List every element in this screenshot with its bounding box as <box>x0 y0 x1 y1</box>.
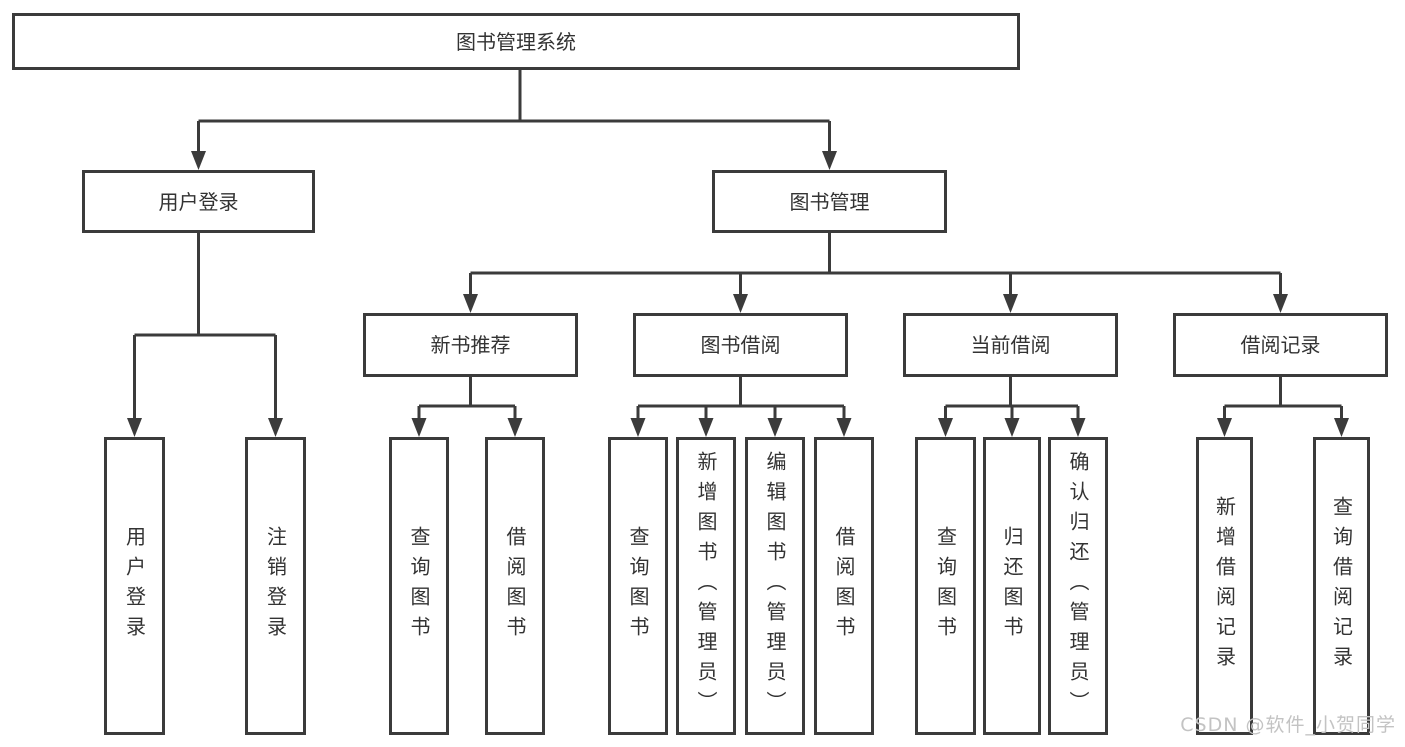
leaf-query-borrow-record-label: 查询借阅记录 <box>1329 496 1354 676</box>
leaf-query-books-recommend-label: 查询图书 <box>407 526 431 646</box>
leaf-add-borrow-record: 新增借阅记录 <box>1196 437 1253 735</box>
node-current-borrow-label: 当前借阅 <box>970 333 1051 357</box>
leaf-add-books-admin: 新增图书（管理员） <box>676 437 736 735</box>
leaf-query-books-borrow-label: 查询图书 <box>626 526 650 646</box>
leaf-logout-label: 注销登录 <box>263 526 288 646</box>
node-book-borrow: 图书借阅 <box>633 313 848 377</box>
node-system-root-label: 图书管理系统 <box>456 29 576 54</box>
leaf-borrow-books-recommend-label: 借阅图书 <box>503 526 527 646</box>
leaf-edit-books-admin-label: 编辑图书（管理员） <box>763 451 787 721</box>
leaf-query-books-recommend: 查询图书 <box>389 437 449 735</box>
leaf-return-books-label: 归还图书 <box>1000 526 1024 646</box>
node-book-management: 图书管理 <box>712 170 947 233</box>
leaf-add-books-admin-label: 新增图书（管理员） <box>694 451 718 721</box>
csdn-watermark: CSDN @软件_小贺同学 <box>1180 714 1396 736</box>
leaf-confirm-return-admin-label: 确认归还（管理员） <box>1066 451 1090 721</box>
leaf-logout: 注销登录 <box>245 437 306 735</box>
node-borrow-records: 借阅记录 <box>1173 313 1388 377</box>
node-book-management-label: 图书管理 <box>789 189 870 214</box>
leaf-user-login-label: 用户登录 <box>122 526 147 646</box>
leaf-edit-books-admin: 编辑图书（管理员） <box>745 437 805 735</box>
leaf-borrow-books-label: 借阅图书 <box>832 526 856 646</box>
leaf-borrow-books: 借阅图书 <box>814 437 874 735</box>
leaf-user-login: 用户登录 <box>104 437 165 735</box>
node-book-borrow-label: 图书借阅 <box>700 333 781 357</box>
node-new-book-recommend-label: 新书推荐 <box>430 333 511 357</box>
node-user-login-label: 用户登录 <box>158 189 239 214</box>
node-user-login: 用户登录 <box>82 170 315 233</box>
leaf-query-borrow-record: 查询借阅记录 <box>1313 437 1370 735</box>
node-borrow-records-label: 借阅记录 <box>1240 333 1321 357</box>
leaf-query-books-current: 查询图书 <box>915 437 976 735</box>
leaf-return-books: 归还图书 <box>983 437 1041 735</box>
leaf-confirm-return-admin: 确认归还（管理员） <box>1048 437 1108 735</box>
node-system-root: 图书管理系统 <box>12 13 1020 70</box>
node-current-borrow: 当前借阅 <box>903 313 1118 377</box>
leaf-query-books-current-label: 查询图书 <box>933 526 958 646</box>
leaf-add-borrow-record-label: 新增借阅记录 <box>1212 496 1237 676</box>
leaf-query-books-borrow: 查询图书 <box>608 437 668 735</box>
node-new-book-recommend: 新书推荐 <box>363 313 578 377</box>
leaf-borrow-books-recommend: 借阅图书 <box>485 437 545 735</box>
